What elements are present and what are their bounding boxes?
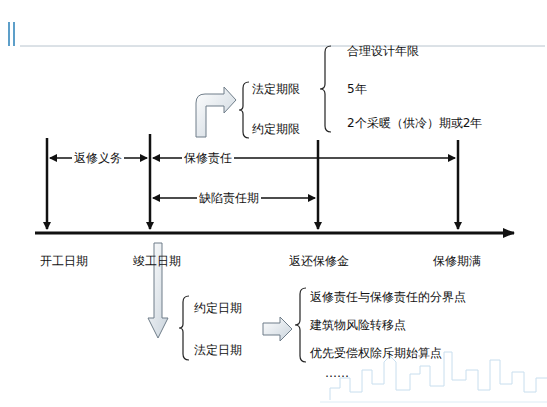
date-arrows bbox=[47, 134, 458, 229]
significance-item: 优先受偿权除斥期始算点 bbox=[308, 346, 444, 361]
hollow-right-arrow bbox=[263, 317, 292, 341]
period-option: 合理设计年限 bbox=[345, 44, 421, 59]
period-label: 返修义务 bbox=[72, 151, 124, 166]
braces bbox=[179, 46, 331, 362]
period-type: 法定期限 bbox=[250, 82, 302, 97]
date-label: 竣工日期 bbox=[131, 254, 183, 269]
ellipsis: …… bbox=[323, 366, 351, 381]
date-label: 保修期满 bbox=[431, 254, 483, 269]
date-label: 返还保修金 bbox=[287, 254, 351, 269]
period-type: 约定期限 bbox=[250, 122, 302, 137]
time-axis bbox=[35, 232, 514, 235]
period-option: 5年 bbox=[345, 82, 369, 97]
significance-item: 返修责任与保修责任的分界点 bbox=[308, 290, 468, 305]
date-label: 开工日期 bbox=[38, 254, 90, 269]
period-option: 2个采暖（供冷）期或2年 bbox=[345, 116, 484, 131]
date-type: 约定日期 bbox=[192, 301, 244, 316]
significance-item: 建筑物风险转移点 bbox=[308, 318, 408, 333]
period-label: 缺陷责任期 bbox=[197, 191, 261, 206]
period-label: 保修责任 bbox=[182, 151, 234, 166]
bent-hollow-arrow bbox=[196, 87, 236, 137]
date-type: 法定日期 bbox=[192, 343, 244, 358]
header-decoration bbox=[9, 22, 545, 46]
